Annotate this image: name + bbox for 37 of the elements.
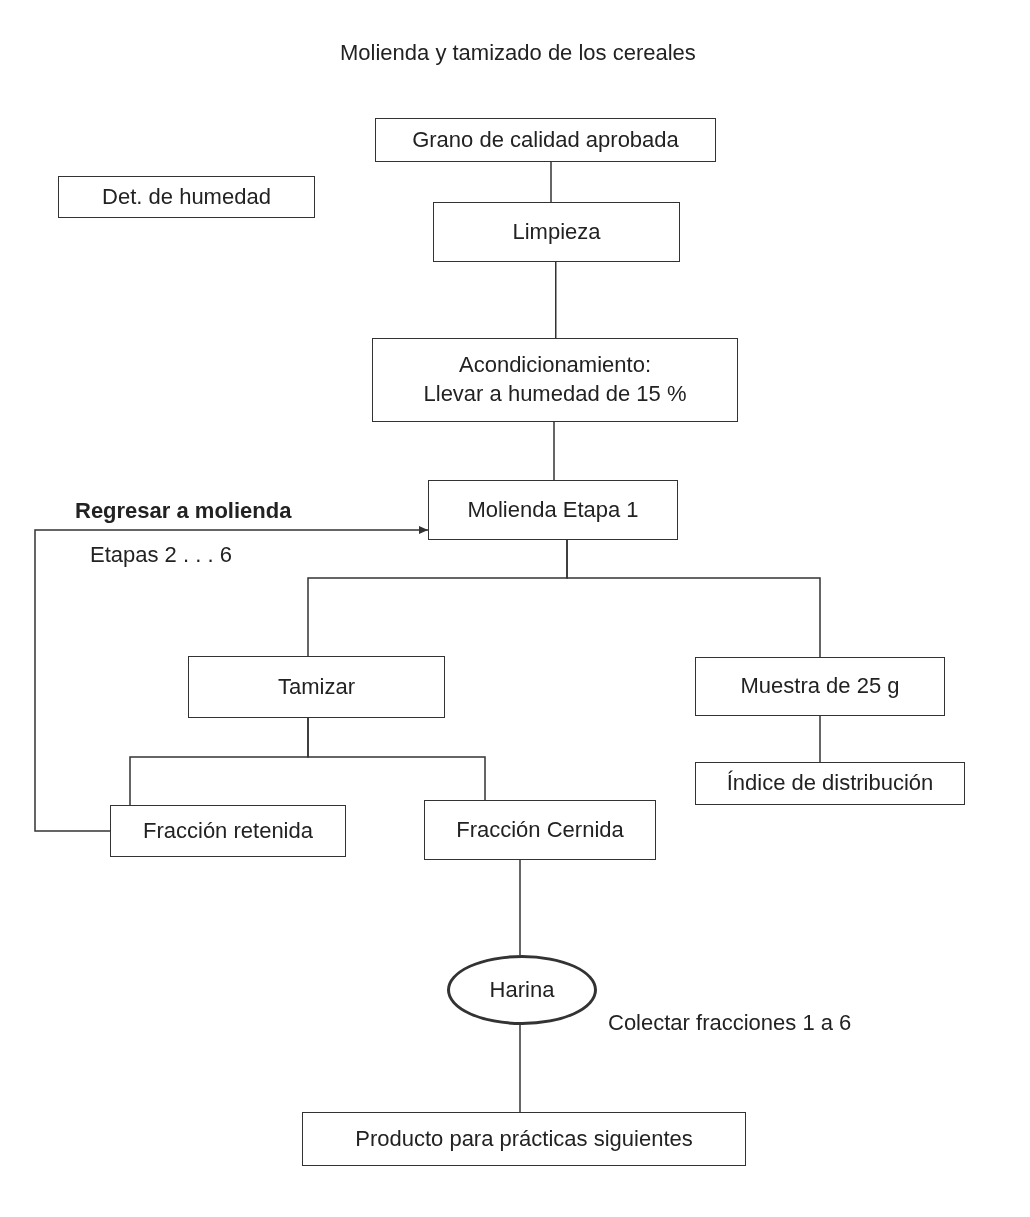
process-box [302,1112,746,1166]
connector-line [519,859,521,956]
node-text: Tamizar [278,672,355,701]
process-box [58,176,315,218]
connector-line [519,1024,521,1113]
node-text: Acondicionamiento: [459,351,651,380]
connector-line [550,161,552,203]
node-text: Molienda Etapa 1 [467,495,639,524]
process-box [695,762,965,805]
node-text: Índice de distribución [726,769,934,798]
node-text: Harina [489,975,555,1004]
node-text: Fracción retenida [143,816,313,845]
node-text: Llevar a humedad de 15 % [423,380,687,408]
process-box [695,657,945,716]
node-text: Grano de calidad aprobada [412,125,679,154]
diagram-title: Molienda y tamizado de los cereales [340,40,697,66]
connector-line [553,421,555,481]
connector-line [566,539,821,658]
node-text: Muestra de 25 g [740,672,900,701]
collect-note: Colectar fracciones 1 a 6 [608,1010,852,1036]
connector-line [819,715,821,763]
process-box [110,805,346,857]
node-text: Limpieza [512,217,601,246]
node-text: Det. de humedad [102,182,271,211]
stage-note: Etapas 2 . . . 6 [90,542,232,568]
process-box [433,202,680,262]
loop-label: Regresar a molienda [75,498,292,524]
node-text: Fracción Cernida [456,815,624,844]
process-box [375,118,716,162]
process-box [428,480,678,540]
process-box [372,338,738,422]
arrow [34,526,429,832]
process-box [188,656,445,718]
process-box [424,800,656,860]
node-text: Producto para prácticas siguientes [355,1124,693,1153]
connector-line [555,261,557,339]
connector-line [307,717,486,801]
